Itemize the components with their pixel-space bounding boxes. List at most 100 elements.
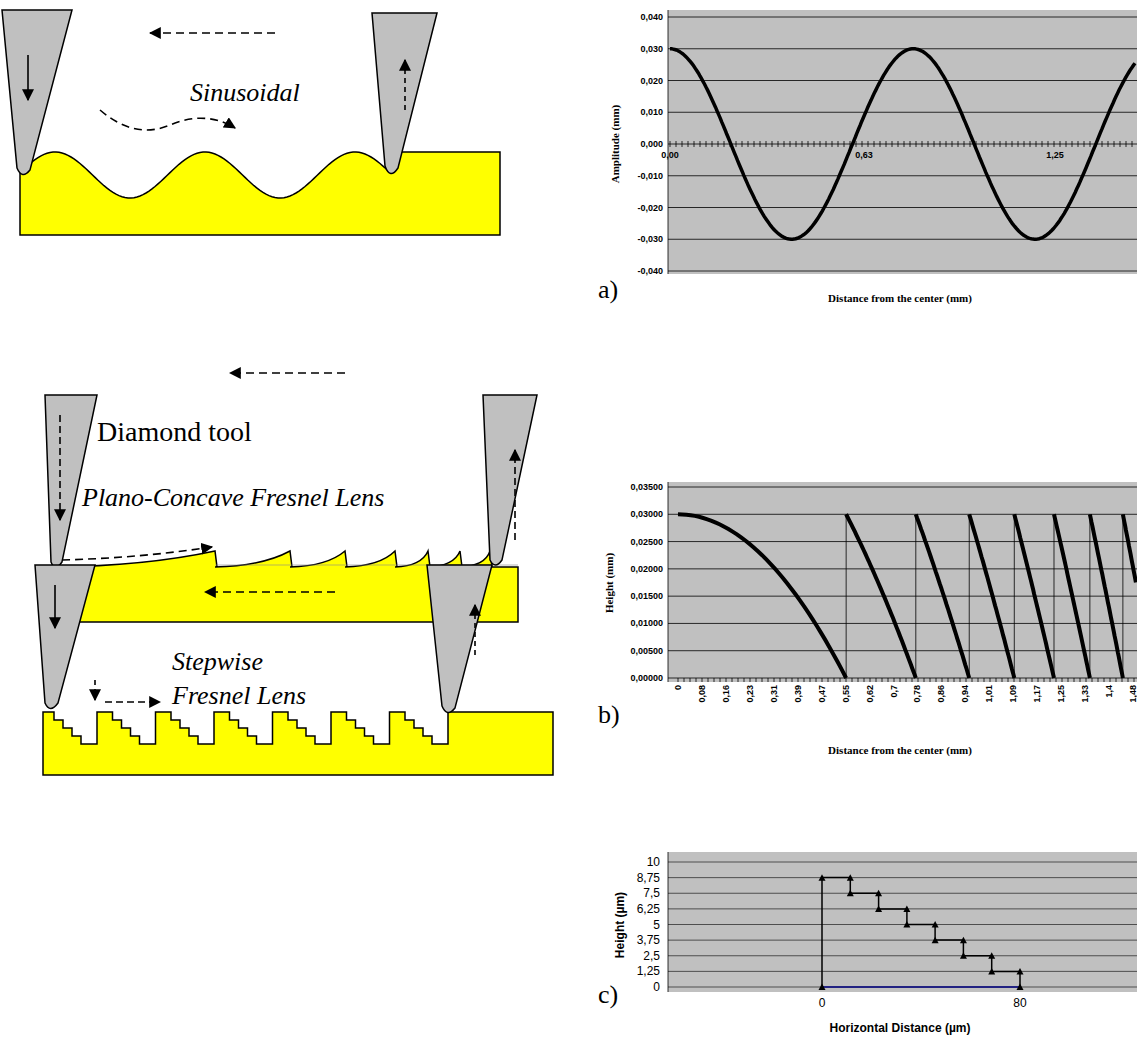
- panel-letter: b): [598, 700, 620, 730]
- tick-mark: [1006, 141, 1007, 147]
- tick-mark: [922, 141, 923, 147]
- tick-label: 0,63: [855, 150, 873, 160]
- chart-curves: [670, 49, 1136, 990]
- tick-mark: [792, 678, 793, 682]
- tick-mark: [1092, 678, 1093, 682]
- tick-mark: [738, 678, 739, 682]
- tick-label: 6,25: [637, 902, 660, 916]
- tick-mark: [880, 141, 881, 147]
- tick-mark: [684, 678, 685, 682]
- tick-mark: [760, 141, 761, 147]
- tick-label: 0,23: [745, 685, 755, 703]
- tick-mark: [864, 678, 865, 682]
- fresnel-zone: [846, 514, 916, 678]
- tick-mark: [1090, 141, 1091, 147]
- grid-line: [668, 623, 1137, 624]
- tick-mark: [808, 141, 809, 147]
- tick-mark: [940, 141, 941, 147]
- tick-mark: [762, 678, 763, 682]
- tick-mark: [874, 141, 875, 147]
- tick-mark: [948, 678, 949, 682]
- tick-mark: [720, 678, 721, 682]
- tick-mark: [1018, 141, 1019, 147]
- tick-mark: [916, 141, 917, 147]
- tick-mark: [876, 678, 877, 682]
- diamond-tool: [427, 565, 492, 713]
- tick-mark: [996, 678, 997, 682]
- tick-mark: [852, 678, 853, 682]
- tick-mark: [778, 141, 779, 147]
- grid-line: [668, 80, 1137, 81]
- tool-arrow: [54, 585, 56, 628]
- tick-mark: [804, 678, 805, 682]
- tick-mark: [712, 141, 713, 147]
- tick-mark: [1054, 141, 1055, 147]
- tick-mark: [766, 141, 767, 147]
- tick-mark: [1048, 141, 1049, 147]
- tick-mark: [1044, 678, 1045, 682]
- tick-mark: [892, 141, 893, 147]
- tick-mark: [1038, 678, 1039, 682]
- tick-mark: [1056, 678, 1057, 682]
- grid-line: [668, 862, 1137, 863]
- tick-mark: [928, 141, 929, 147]
- fresnel-zone: [1014, 514, 1054, 678]
- tick-mark: [726, 678, 727, 682]
- tick-mark: [1030, 141, 1031, 147]
- tick-mark: [706, 141, 707, 147]
- tick-mark: [862, 141, 863, 147]
- tick-label: 0,020: [640, 76, 663, 86]
- tick-mark: [840, 678, 841, 682]
- data-marker: [903, 905, 910, 912]
- tick-mark: [708, 678, 709, 682]
- tick-mark: [700, 141, 701, 147]
- diamond-tools: [2, 10, 537, 713]
- tick-mark: [912, 678, 913, 682]
- tick-mark: [678, 678, 679, 682]
- tick-mark: [718, 141, 719, 147]
- workpieces: [20, 152, 553, 775]
- tick-mark: [1036, 141, 1037, 147]
- tick-mark: [978, 678, 979, 682]
- zone-edge: [1053, 514, 1054, 678]
- tick-mark: [918, 678, 919, 682]
- tick-mark: [1062, 678, 1063, 682]
- sine-curve: [670, 49, 1135, 239]
- tick-mark: [690, 678, 691, 682]
- feed-arrow: [230, 372, 345, 374]
- tick-mark: [1110, 678, 1111, 682]
- zone-edge: [846, 514, 847, 678]
- panel-letter: a): [598, 275, 618, 305]
- tick-label: 10: [647, 855, 660, 869]
- tick-mark: [1080, 678, 1081, 682]
- plot-area: [668, 482, 1137, 682]
- data-marker: [875, 905, 882, 912]
- tick-mark: [906, 678, 907, 682]
- tick-mark: [936, 678, 937, 682]
- path-arrow: [62, 547, 212, 560]
- step-profile: [822, 878, 1020, 987]
- tick-mark: [736, 141, 737, 147]
- tick-mark: [1032, 678, 1033, 682]
- diamond-tool: [45, 395, 97, 567]
- tick-mark: [802, 141, 803, 147]
- axis-title: Amplitude (mm): [609, 105, 621, 184]
- tick-mark: [988, 141, 989, 147]
- zone-edge: [1089, 514, 1090, 678]
- axis-line: [668, 482, 669, 682]
- tool-arrow: [474, 605, 476, 655]
- tick-mark: [1102, 141, 1103, 147]
- data-marker: [847, 890, 854, 897]
- tick-mark: [924, 678, 925, 682]
- tick-mark: [816, 678, 817, 682]
- axis-line: [668, 10, 669, 274]
- tick-label: 0,39: [793, 685, 803, 703]
- diamond-tool: [2, 10, 72, 175]
- tick-mark: [814, 141, 815, 147]
- grid-line: [668, 48, 1137, 49]
- tick-mark: [894, 678, 895, 682]
- tick-mark: [960, 678, 961, 682]
- tick-mark: [822, 678, 823, 682]
- grid-line: [668, 596, 1137, 597]
